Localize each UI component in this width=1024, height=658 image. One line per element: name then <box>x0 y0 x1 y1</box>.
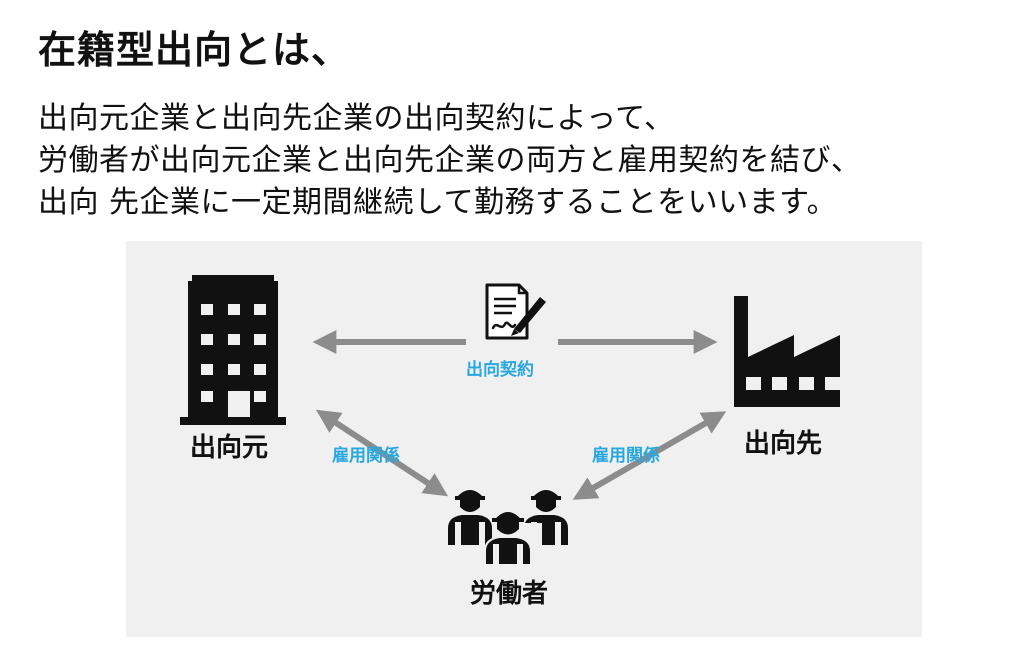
employment-arrow-left <box>315 409 449 497</box>
office-building-icon <box>180 275 286 425</box>
page-title: 在籍型出向とは、 <box>38 28 351 72</box>
employment-arrow-right <box>572 411 727 500</box>
source-company-label: 出向元 <box>190 433 269 463</box>
employment-label-right: 雇用関係 <box>592 446 660 466</box>
worker-label: 労働者 <box>470 579 549 609</box>
contract-label: 出向契約 <box>466 360 534 380</box>
description: 出向元企業と出向先企業の出向契約によって、 労働者が出向元企業と出向先企業の両方… <box>38 98 862 224</box>
diagram-panel: 出向契約 雇用関係 雇用関係 出向元 出向先 労働者 <box>126 241 922 637</box>
diagram-graphics <box>180 275 840 566</box>
factory-icon <box>734 296 840 407</box>
description-line-1: 出向元企業と出向先企業の出向契約によって、 <box>38 101 675 136</box>
employment-label-left: 雇用関係 <box>332 446 400 466</box>
destination-company-label: 出向先 <box>744 429 823 459</box>
description-line-2: 労働者が出向元企業と出向先企業の両方と雇用契約を結び、 <box>38 143 862 178</box>
construction-workers-icon <box>448 490 568 566</box>
signed-contract-icon <box>485 283 546 340</box>
description-line-3: 出向 先企業に一定期間継続して勤務することをいいます。 <box>38 185 838 220</box>
